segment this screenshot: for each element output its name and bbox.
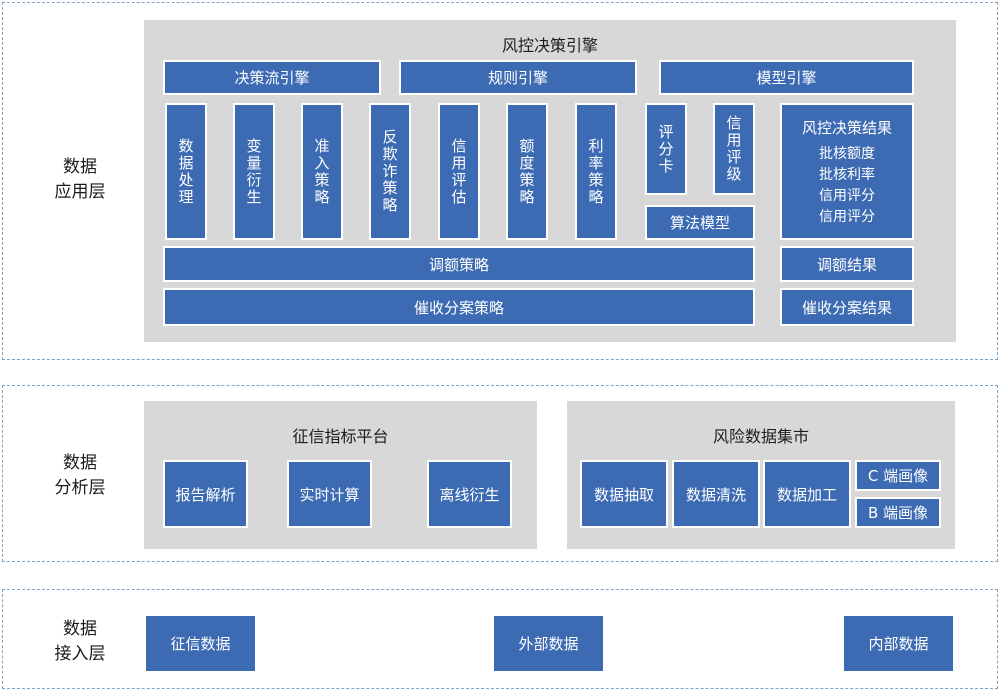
strategy-anti-fraud: 反欺诈策略 xyxy=(369,103,411,240)
model-credit-rating: 信用评级 xyxy=(713,103,755,195)
result-line: 批核利率 xyxy=(819,167,875,183)
application-layer xyxy=(2,2,998,360)
offline-derivation: 离线衍生 xyxy=(427,460,512,528)
risk-decision-result: 风控决策结果 批核额度 批核利率 信用评分 信用评分 xyxy=(780,103,914,240)
strategy-interest-rate: 利率策略 xyxy=(575,103,617,240)
result-line: 批核额度 xyxy=(819,146,875,162)
c-end-profile: C 端画像 xyxy=(855,460,941,491)
rule-engine: 规则引擎 xyxy=(399,60,637,95)
data-processing: 数据加工 xyxy=(763,460,851,528)
model-engine: 模型引擎 xyxy=(659,60,914,95)
adjust-limit-strategy: 调额策略 xyxy=(163,246,755,282)
strategy-credit-assessment: 信用评估 xyxy=(438,103,480,240)
access-layer xyxy=(2,589,998,689)
strategy-admission: 准入策略 xyxy=(301,103,343,240)
report-parsing: 报告解析 xyxy=(163,460,248,528)
strategy-variable-derivation: 变量衍生 xyxy=(233,103,275,240)
data-extraction: 数据抽取 xyxy=(580,460,668,528)
strategy-data-processing: 数据处理 xyxy=(165,103,207,240)
decision-flow-engine: 决策流引擎 xyxy=(163,60,381,95)
result-line: 信用评分 xyxy=(819,209,875,225)
adjust-limit-result: 调额结果 xyxy=(780,246,914,282)
credit-data: 征信数据 xyxy=(144,614,257,673)
external-data: 外部数据 xyxy=(492,614,605,673)
analysis-layer-label: 数据 分析层 xyxy=(54,453,106,498)
collection-result: 催收分案结果 xyxy=(780,288,914,326)
access-layer-label: 数据 接入层 xyxy=(54,619,106,664)
application-layer-label: 数据 应用层 xyxy=(54,157,106,202)
risk-mart-title: 风险数据集市 xyxy=(712,427,809,446)
data-cleaning: 数据清洗 xyxy=(672,460,760,528)
analysis-layer xyxy=(2,385,998,562)
result-title: 风控决策结果 xyxy=(801,119,892,137)
panel-title: 风控决策引擎 xyxy=(501,36,598,55)
collection-strategy: 催收分案策略 xyxy=(163,288,755,326)
result-line: 信用评分 xyxy=(819,188,875,204)
strategy-limit: 额度策略 xyxy=(506,103,548,240)
algorithm-model: 算法模型 xyxy=(645,205,755,240)
internal-data: 内部数据 xyxy=(842,614,955,673)
model-scorecard: 评分卡 xyxy=(645,103,687,195)
credit-platform-title: 征信指标平台 xyxy=(292,427,389,446)
realtime-computing: 实时计算 xyxy=(287,460,372,528)
b-end-profile: B 端画像 xyxy=(855,497,941,528)
